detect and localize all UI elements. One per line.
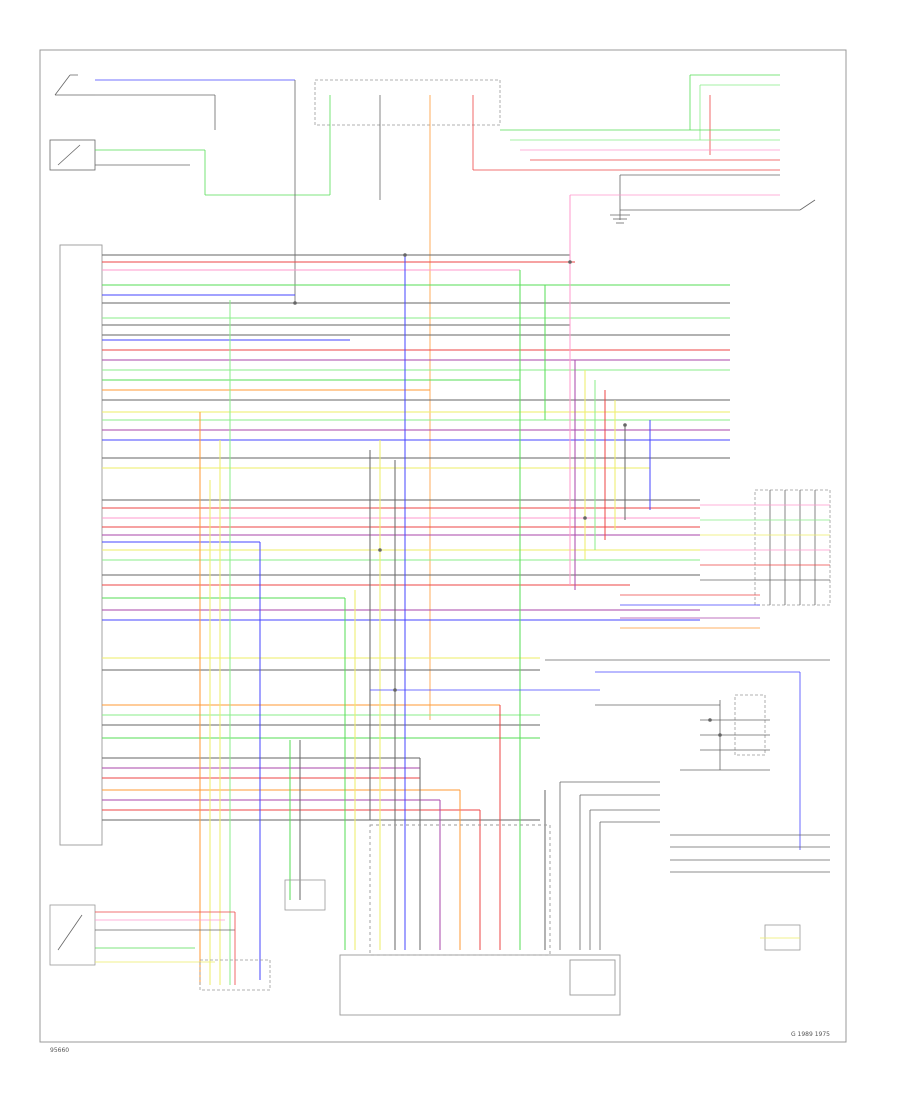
- left-main-connector: [59, 244, 103, 846]
- right-vertical-feeders: [544, 195, 651, 590]
- ground-icon: [610, 214, 630, 224]
- mid-right-module: [370, 659, 830, 850]
- junction-dots: [293, 253, 722, 737]
- top-right-connector: [500, 74, 816, 220]
- switch-icon: [54, 74, 95, 96]
- right-connector-grid: [620, 489, 831, 629]
- bottom-tcm-connector: [339, 824, 621, 1016]
- switch-box: [49, 139, 96, 171]
- top-left-switch-block: [49, 74, 330, 196]
- harness-wires: [102, 254, 730, 821]
- vertical-drop-wires: [199, 255, 546, 985]
- footer-right-code: G 1989 1975: [791, 1031, 830, 1038]
- fuse-block: [294, 79, 780, 720]
- lower-right-connector: [559, 781, 830, 951]
- throttle-sensor: [49, 879, 326, 991]
- diagram-frame: [39, 49, 847, 1043]
- switch-icon: [57, 144, 81, 166]
- footer-left-code: 95660: [50, 1047, 69, 1054]
- switch-icon: [799, 199, 816, 211]
- switch-icon: [57, 914, 83, 951]
